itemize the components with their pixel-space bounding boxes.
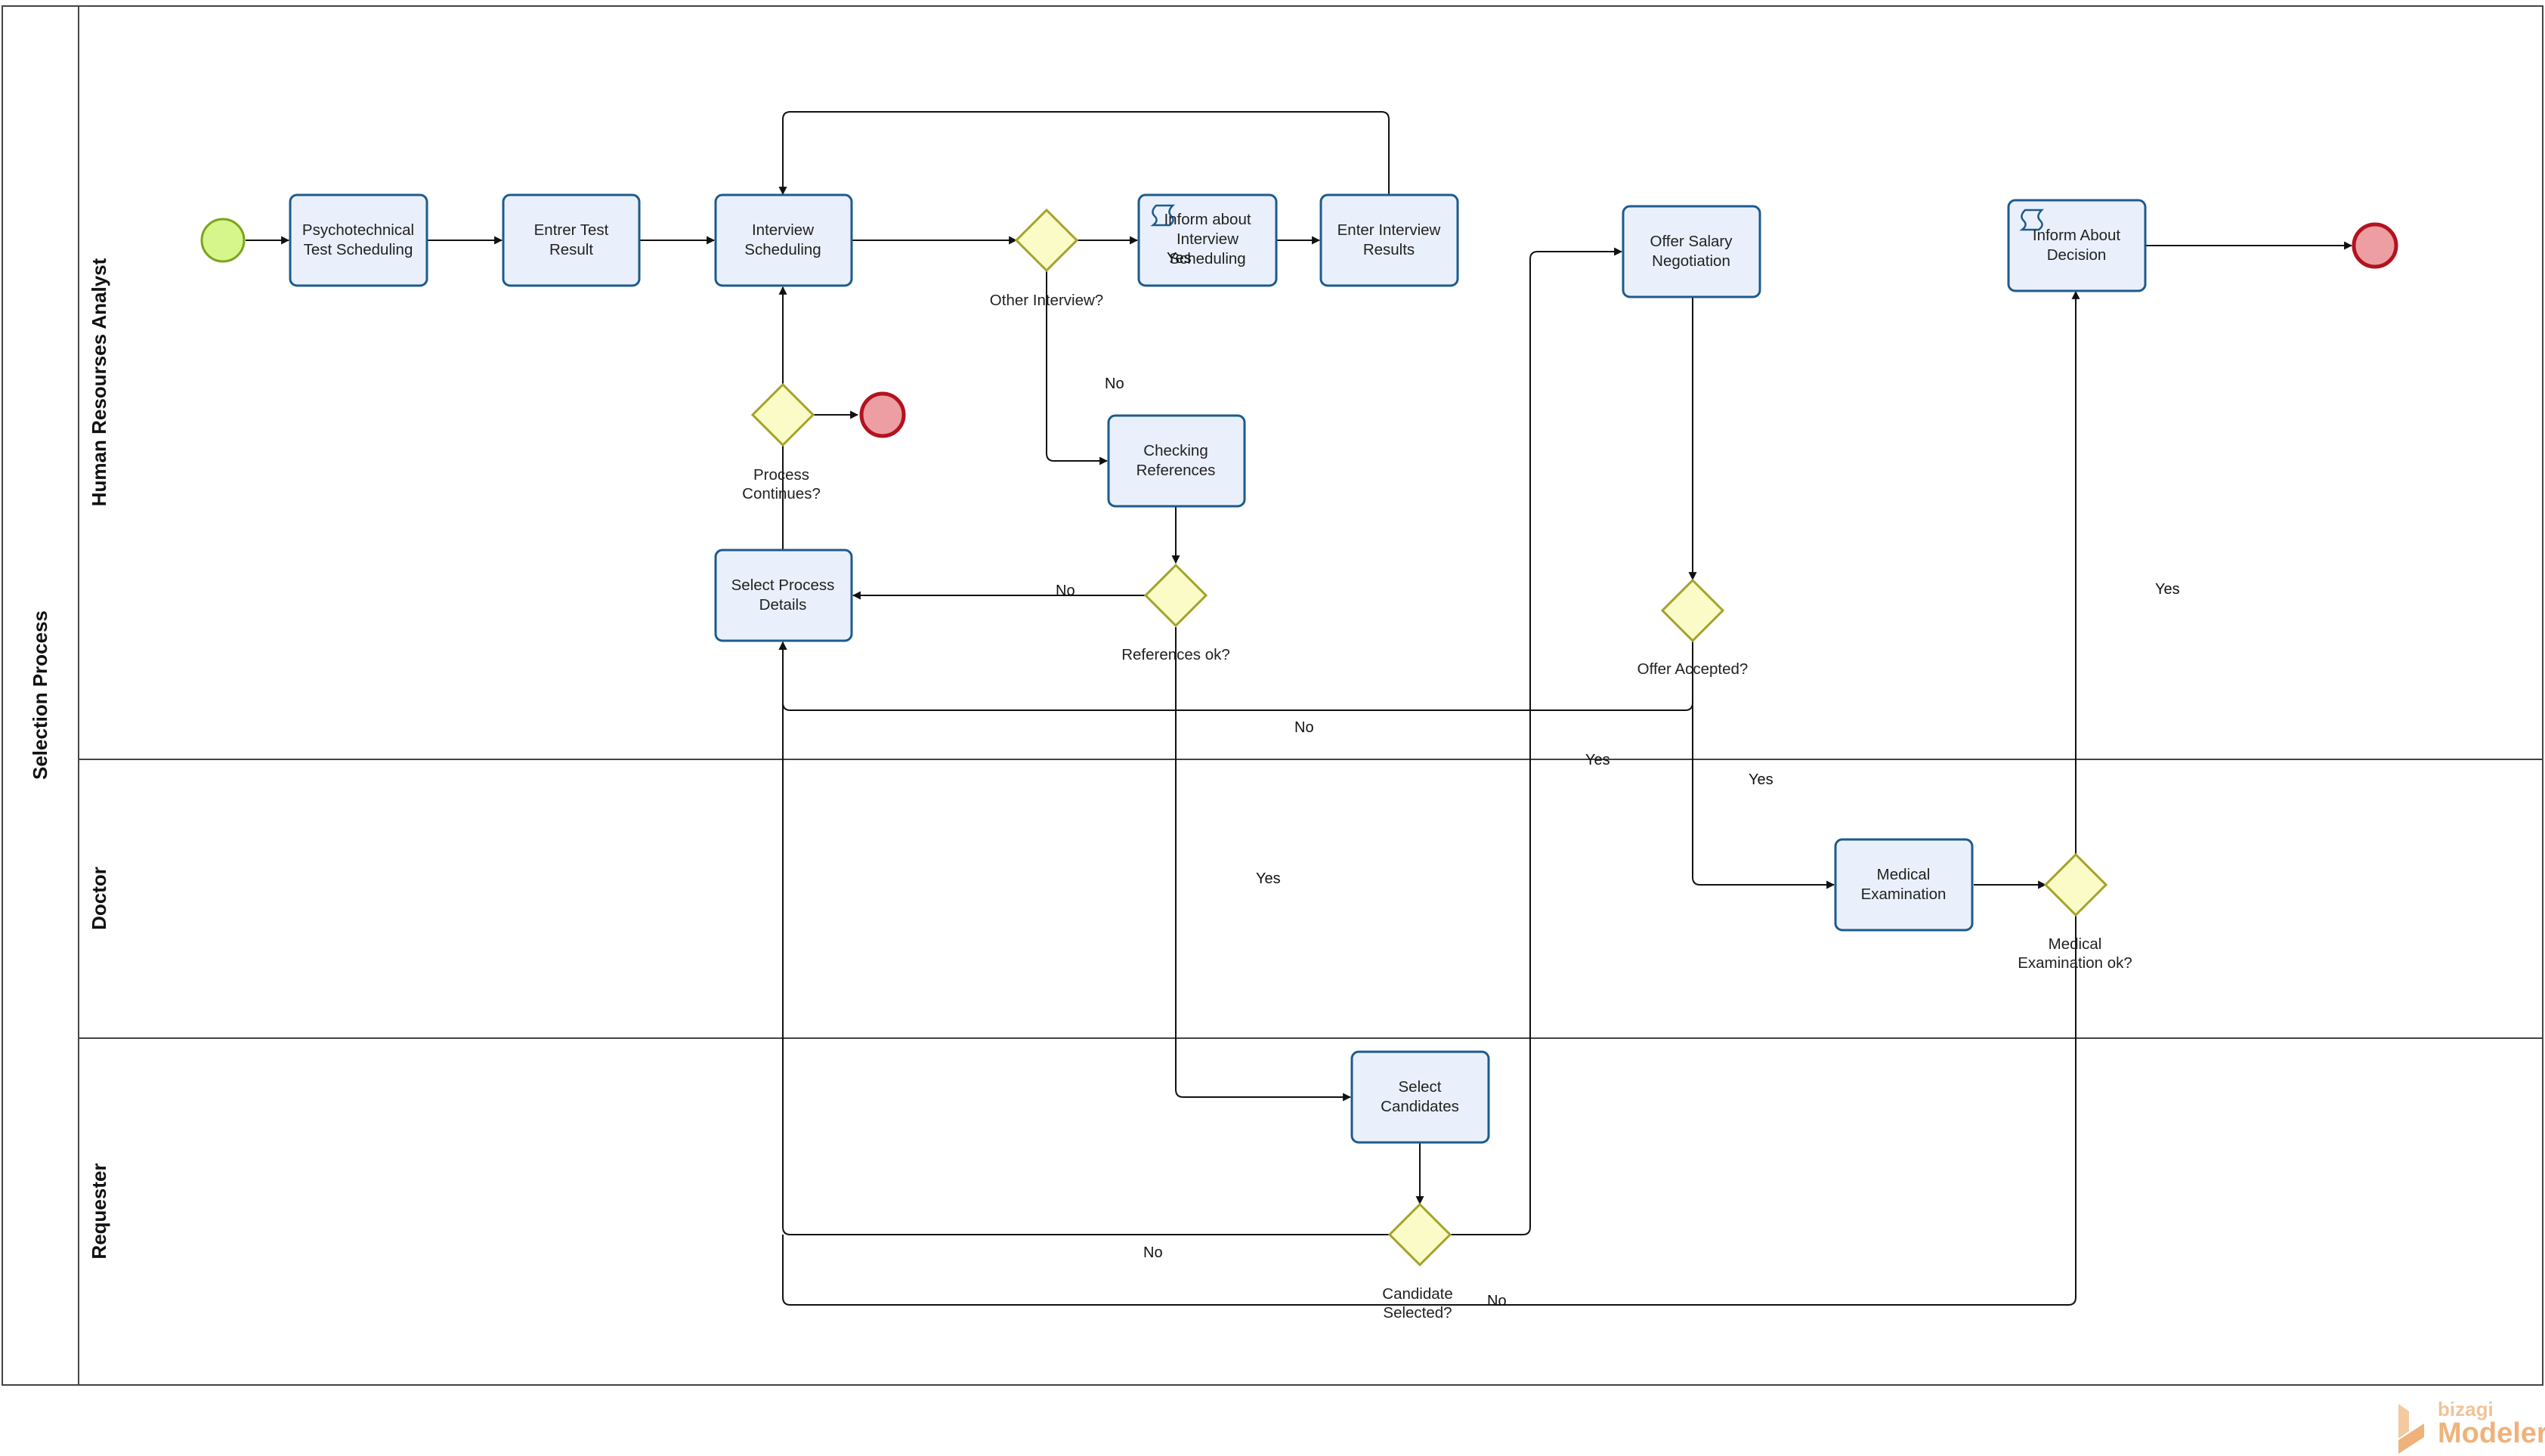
end-event-decision[interactable] [2352,222,2398,269]
edge-label-references-yes: Yes [1256,870,1281,887]
lane-label-requester: Requester [88,1163,110,1259]
gateway-references-ok[interactable]: References ok? [1121,563,1230,663]
lane-label-hr: Human Resourses Analyst [88,258,110,506]
script-task-icon [2019,209,2045,231]
edge-label-candidate-no-2: No [1487,1293,1507,1309]
svg-text:Offer Accepted?: Offer Accepted? [1637,660,1749,678]
events [200,218,2398,438]
bizagi-modeler-watermark: bizagi Modeler [2394,1398,2545,1456]
script-task-icon [1150,204,1176,227]
edge-label-references-no: No [1056,583,1075,599]
edge-label-other-interview-yes: Yes [1167,250,1192,267]
flow-gateway-no-to-checking[interactable] [1046,270,1109,465]
edge-label-offer-no: No [1294,719,1314,736]
edge-label-medical-yes: Yes [2155,581,2180,598]
flow-selected-no-to-select-process[interactable] [778,641,1390,1235]
flow-selected-yes-to-offer[interactable] [1450,247,1623,1235]
edge-label-candidate-no-1: No [1143,1244,1163,1261]
pool-label: Selection Process [29,611,51,780]
gateway-offer-accepted[interactable]: Offer Accepted? [1637,578,1749,678]
flow-references-yes-to-select-candidates[interactable] [1175,627,1352,1102]
watermark-big-text: Modeler [2438,1417,2545,1449]
bizagi-logo-icon [2398,1404,2424,1454]
lane-label-doctor: Doctor [88,867,110,930]
edge-labels: Yes No No Yes No Yes Yes No No Yes [1056,250,2180,1309]
gateway-other-interview[interactable]: Other Interview? [990,208,1103,309]
edge-label-other-interview-no: No [1105,376,1124,392]
sequence-flows [246,111,2353,1306]
end-event-process[interactable] [859,391,906,438]
watermark-small-text: bizagi [2438,1398,2494,1420]
edge-label-candidate-yes: Yes [1585,752,1610,768]
flow-accepted-yes-to-medical[interactable] [1692,641,1835,889]
svg-text:Other Interview?: Other Interview? [990,292,1103,309]
edge-label-offer-yes: Yes [1749,771,1773,788]
start-event[interactable] [200,218,246,263]
flow-medical-ok-no-to-select-process[interactable] [782,915,2077,1306]
svg-text:References ok?: References ok? [1121,646,1230,663]
flow-results-loop-to-interview[interactable] [778,111,1390,196]
